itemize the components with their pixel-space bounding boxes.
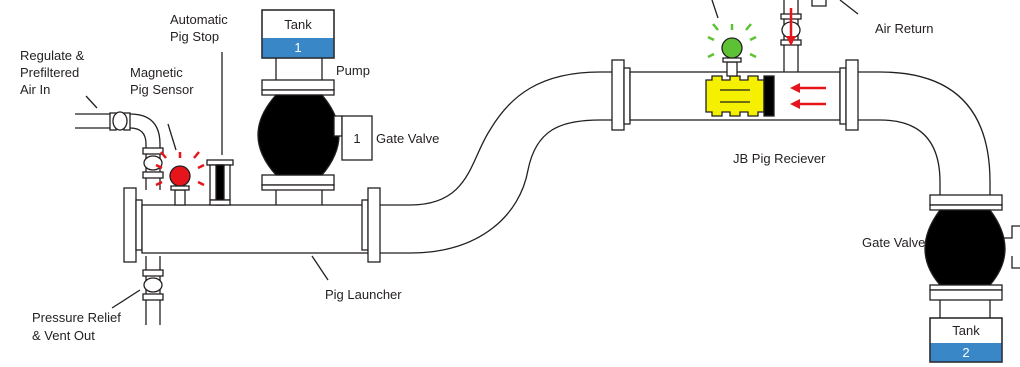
label-air-return: Air Return [875,21,934,36]
vent-out-pipe [142,256,164,325]
launcher-leader [311,255,329,281]
tank-1 [261,9,335,59]
label-gate-valve-2: Gate Valve [862,235,925,250]
tank-2 [929,317,1003,363]
red-sensor-glow [155,151,205,187]
tank-1-title: Tank [284,17,312,32]
magnetic-pig-sensor [169,165,191,206]
green-sensor-glow [707,23,757,59]
receiver-sensor-leader [711,0,719,19]
label-pressure-relief: Pressure Relief & Vent Out [32,310,125,343]
air-inlet-pipe [75,111,164,190]
air-in-leader [85,95,98,109]
gate-valve-2-assembly [924,194,1020,318]
receiver-pig-sensor [721,37,743,77]
pig-launcher-body [123,187,381,263]
pig-receiver [611,59,859,131]
return-bend-pipe [858,71,991,195]
flow-arrows [786,8,826,109]
tank-1-number: 1 [294,40,301,55]
label-pump: Pump [336,63,370,78]
pump-assembly [257,50,373,205]
label-jb-pig-receiver: JB Pig Reciever [733,151,826,166]
gate-valve-1-number: 1 [353,131,360,146]
sensor-leader [167,123,177,151]
tank-2-number: 2 [962,345,969,360]
automatic-pig-stop [206,159,234,206]
label-pig-stop: Automatic Pig Stop [170,12,231,44]
label-gate-valve-1: Gate Valve [376,131,439,146]
label-magnetic-sensor: Magnetic Pig Sensor [130,65,194,97]
s-curve-pipeline [380,71,612,254]
vent-leader [111,289,141,309]
label-pig-launcher: Pig Launcher [325,287,402,302]
label-air-in: Regulate & Prefiltered Air In [20,48,88,97]
tank-2-title: Tank [952,323,980,338]
